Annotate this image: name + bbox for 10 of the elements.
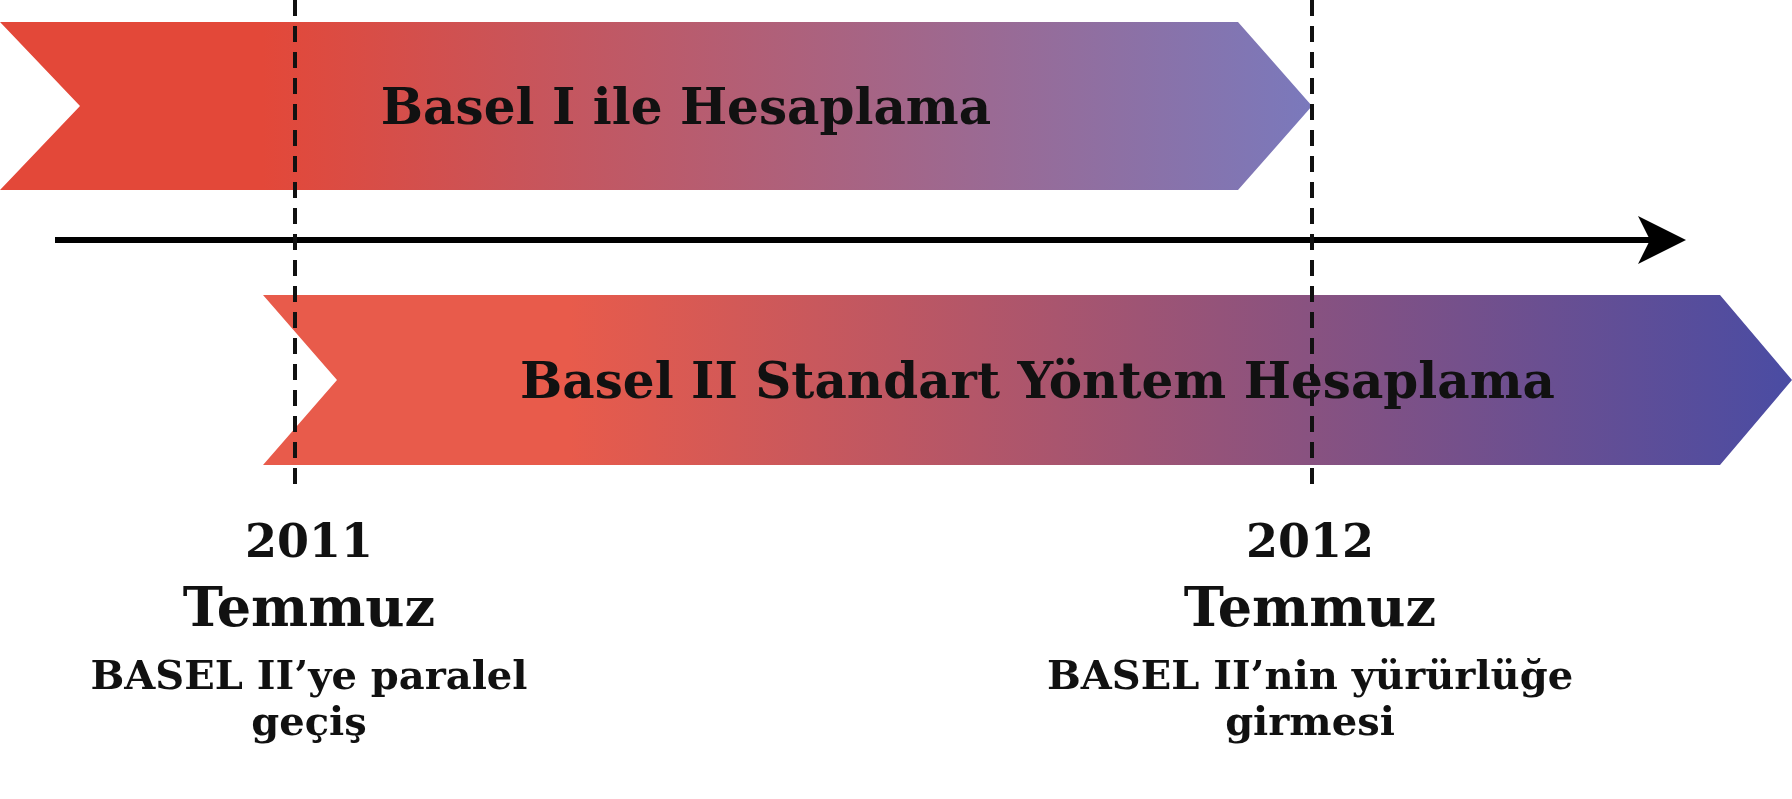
milestone-note: BASEL II’nin yürürlüğe girmesi — [1045, 652, 1575, 744]
chevron-arrow — [263, 295, 1792, 465]
month-label: Temmuz — [182, 575, 436, 638]
month-label: Temmuz — [1183, 575, 1437, 638]
chevron-label: Basel I ile Hesaplama — [380, 76, 992, 136]
year-label: 2011 — [245, 515, 373, 568]
chevron-arrow — [0, 22, 1312, 190]
milestone-note: BASEL II’ye paralel geçiş — [89, 652, 529, 744]
chevron-label: Basel II Standart Yöntem Hesaplama — [520, 350, 1555, 410]
year-label: 2012 — [1246, 515, 1374, 568]
